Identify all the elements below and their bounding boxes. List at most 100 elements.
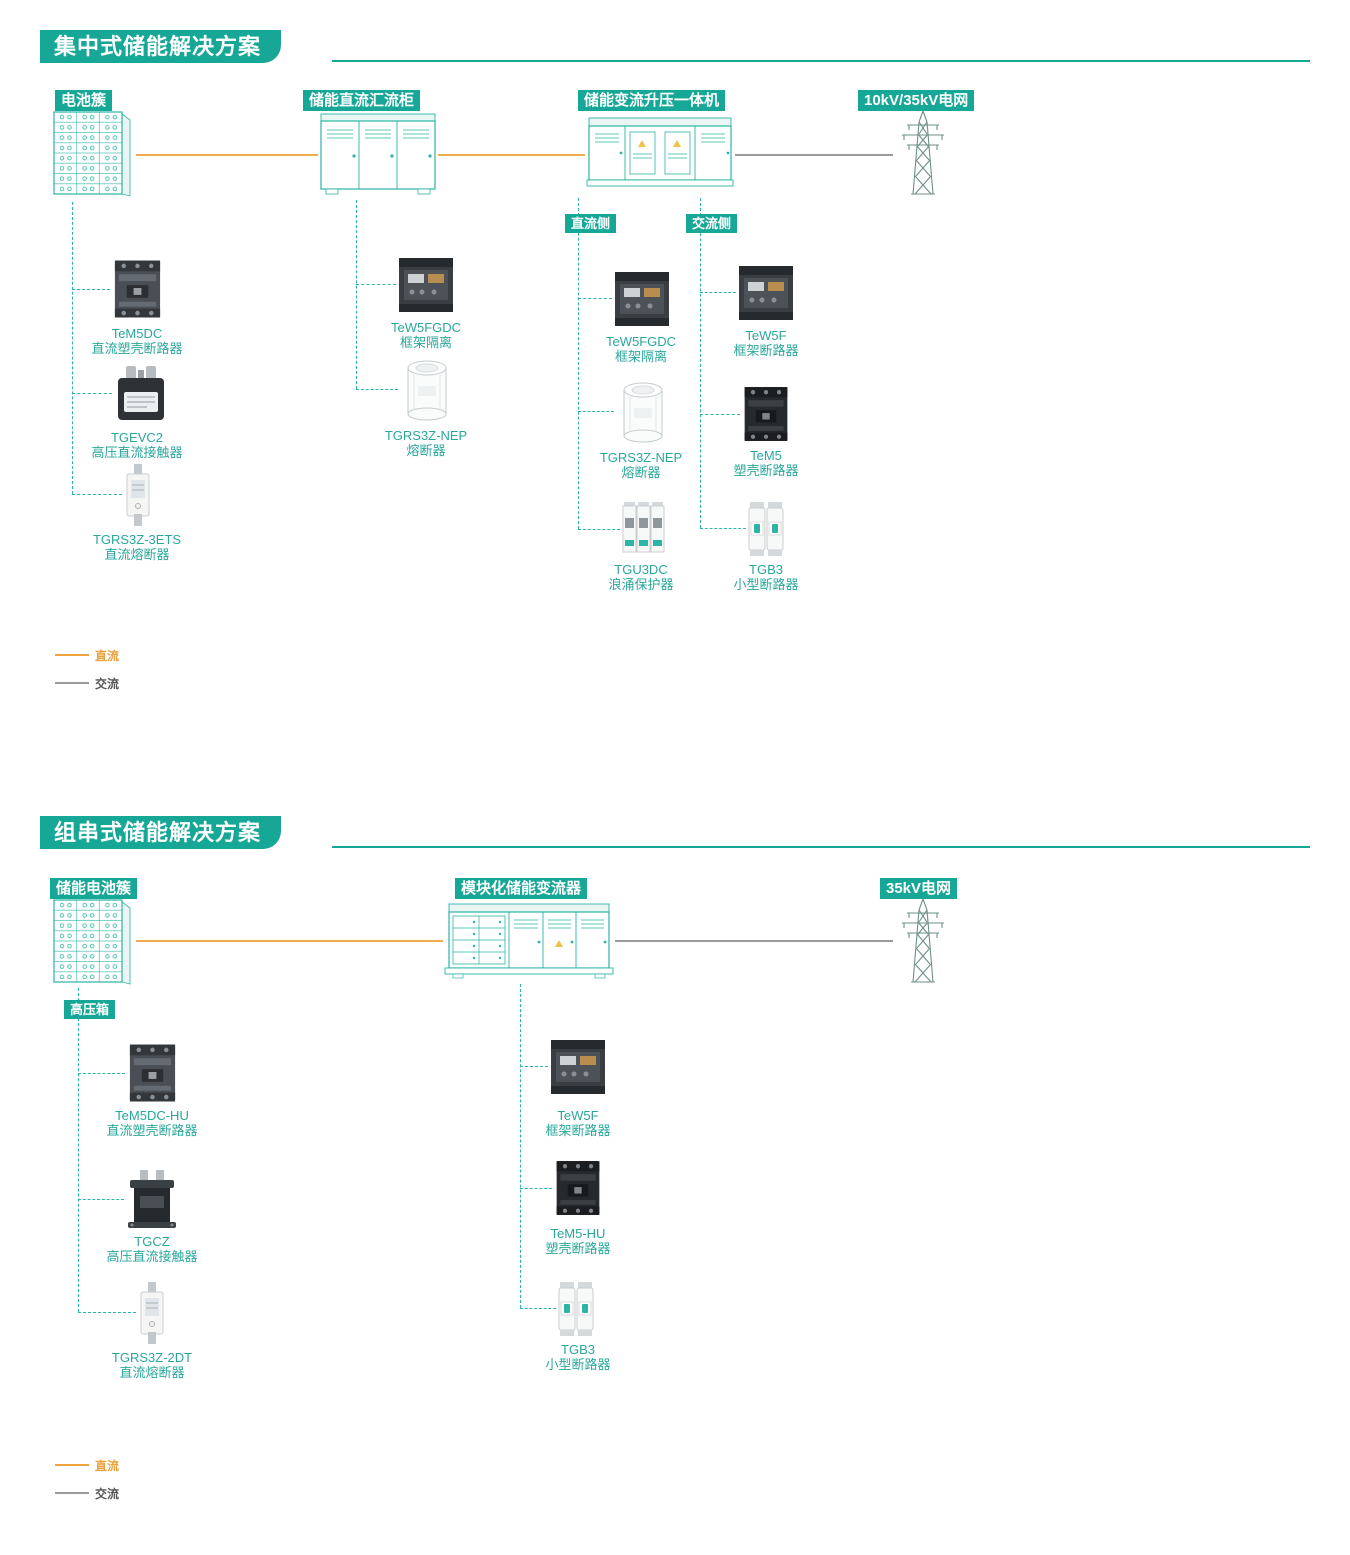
- product-label: TeW5FGDC 框架隔离: [566, 334, 716, 364]
- frame-breaker-icon: [736, 262, 796, 324]
- product-desc: 框架隔离: [614, 349, 667, 364]
- frame-switch-icon: [612, 268, 672, 330]
- section2-title: 组串式储能解决方案: [54, 820, 262, 845]
- product-label: TeM5 塑壳断路器: [691, 448, 841, 478]
- product-name: TGCZ: [134, 1234, 170, 1249]
- product-desc: 熔断器: [406, 443, 446, 458]
- product-name: TeM5-HU: [550, 1226, 606, 1241]
- product-desc: 直流塑壳断路器: [91, 341, 183, 356]
- product-name: TeM5DC-HU: [115, 1108, 189, 1123]
- frame-switch-icon: [396, 254, 456, 316]
- product-name: TGEVC2: [110, 430, 163, 445]
- dashed-connector: [700, 414, 740, 415]
- section1-title: 集中式储能解决方案: [54, 34, 262, 59]
- product-label: TeM5DC 直流塑壳断路器: [62, 326, 212, 356]
- product-desc: 塑壳断路器: [545, 1241, 611, 1256]
- product-desc: 框架隔离: [399, 335, 452, 350]
- hv-box-label: 高压箱: [64, 1000, 116, 1019]
- legend-ac-line: [55, 1492, 89, 1494]
- connection-line-ac: [735, 154, 893, 156]
- product-name: TeW5F: [557, 1108, 599, 1123]
- dashed-connector: [578, 411, 614, 412]
- product-name: TGRS3Z-2DT: [111, 1350, 193, 1365]
- dashed-connector: [356, 284, 396, 285]
- dashed-connector: [356, 389, 398, 390]
- product-name: TeW5F: [745, 328, 787, 343]
- connection-line-dc: [438, 154, 585, 156]
- section1-header: 集中式储能解决方案: [40, 30, 282, 63]
- product-desc: 高压直流接触器: [91, 445, 183, 460]
- product-name: TGRS3Z-NEP: [599, 450, 683, 465]
- power-grid-tower-icon: [893, 108, 953, 196]
- product-label: TGRS3Z-3ETS 直流熔断器: [62, 532, 212, 562]
- battery-rack-icon: [50, 106, 134, 198]
- mini-breaker-icon: [556, 1280, 596, 1338]
- product-desc: 塑壳断路器: [733, 463, 799, 478]
- product-desc: 直流熔断器: [104, 547, 170, 562]
- dashed-connector: [520, 1066, 548, 1067]
- product-desc: 直流塑壳断路器: [106, 1123, 198, 1138]
- label-power-grid: 10kV/35kV电网: [858, 90, 975, 111]
- section2-header-underline: [332, 846, 1310, 848]
- legend-ac-label: 交流: [95, 1487, 120, 1501]
- label-power-grid: 35kV电网: [880, 878, 958, 899]
- label-converter-station: 储能变流升压一体机: [578, 90, 726, 111]
- legend-ac-line: [55, 682, 89, 684]
- dashed-connector: [78, 1312, 136, 1313]
- section2-header: 组串式储能解决方案: [40, 816, 282, 849]
- product-name: TGU3DC: [614, 562, 668, 577]
- legend-dc-line: [55, 1464, 89, 1466]
- dashed-connector: [520, 1308, 556, 1309]
- dashed-connector: [520, 984, 521, 1308]
- dashed-connector: [72, 202, 73, 494]
- dashed-connector: [72, 494, 122, 495]
- label-modular-converter: 模块化储能变流器: [455, 878, 588, 899]
- modular-converter-icon: [443, 898, 615, 982]
- product-desc: 高压直流接触器: [106, 1249, 198, 1264]
- mccb-icon: [552, 1156, 604, 1220]
- product-name: TGRS3Z-NEP: [384, 428, 468, 443]
- power-grid-tower-icon: [893, 896, 953, 984]
- dashed-connector: [700, 198, 701, 528]
- dc-combiner-cabinet-icon: [318, 110, 438, 198]
- product-label: TGB3 小型断路器: [691, 562, 841, 592]
- blade-fuse-icon: [136, 1280, 168, 1346]
- converter-station-icon: [585, 110, 735, 196]
- dashed-connector: [578, 529, 620, 530]
- dashed-connector: [72, 289, 110, 290]
- connection-line-dc: [136, 940, 443, 942]
- product-name: TeW5FGDC: [605, 334, 677, 349]
- legend-dc-label: 直流: [95, 1459, 120, 1473]
- connection-line-ac: [615, 940, 893, 942]
- product-label: TGRS3Z-NEP 熔断器: [351, 428, 501, 458]
- product-label: TGEVC2 高压直流接触器: [62, 430, 212, 460]
- product-desc: 小型断路器: [545, 1357, 611, 1372]
- product-desc: 直流熔断器: [119, 1365, 185, 1380]
- dashed-connector: [356, 200, 357, 389]
- dashed-connector: [700, 292, 736, 293]
- product-name: TeM5DC: [111, 326, 163, 341]
- product-name: TeM5: [750, 448, 782, 463]
- label-dc-combiner-cabinet: 储能直流汇流柜: [303, 90, 421, 111]
- dashed-connector: [578, 198, 579, 529]
- product-name: TGB3: [561, 1342, 595, 1357]
- connection-line-dc: [136, 154, 318, 156]
- legend-ac-label: 交流: [95, 677, 120, 691]
- product-label: TGRS3Z-NEP 熔断器: [566, 450, 716, 480]
- dashed-connector: [78, 988, 79, 1312]
- product-label: TeM5DC-HU 直流塑壳断路器: [77, 1108, 227, 1138]
- battery-rack-icon: [50, 894, 134, 986]
- product-name: TGB3: [749, 562, 783, 577]
- product-label: TeM5-HU 塑壳断路器: [503, 1226, 653, 1256]
- product-desc: 小型断路器: [733, 577, 799, 592]
- mccb-icon: [110, 258, 165, 320]
- label-battery-cluster: 电池簇: [55, 90, 113, 111]
- dashed-connector: [78, 1199, 124, 1200]
- product-label: TGU3DC 浪涌保护器: [566, 562, 716, 592]
- mini-breaker-icon: [746, 500, 786, 558]
- cylinder-fuse-icon: [398, 356, 456, 424]
- product-label: TeW5F 框架断路器: [691, 328, 841, 358]
- product-label: TeW5F 框架断路器: [503, 1108, 653, 1138]
- legend-dc-label: 直流: [95, 649, 120, 663]
